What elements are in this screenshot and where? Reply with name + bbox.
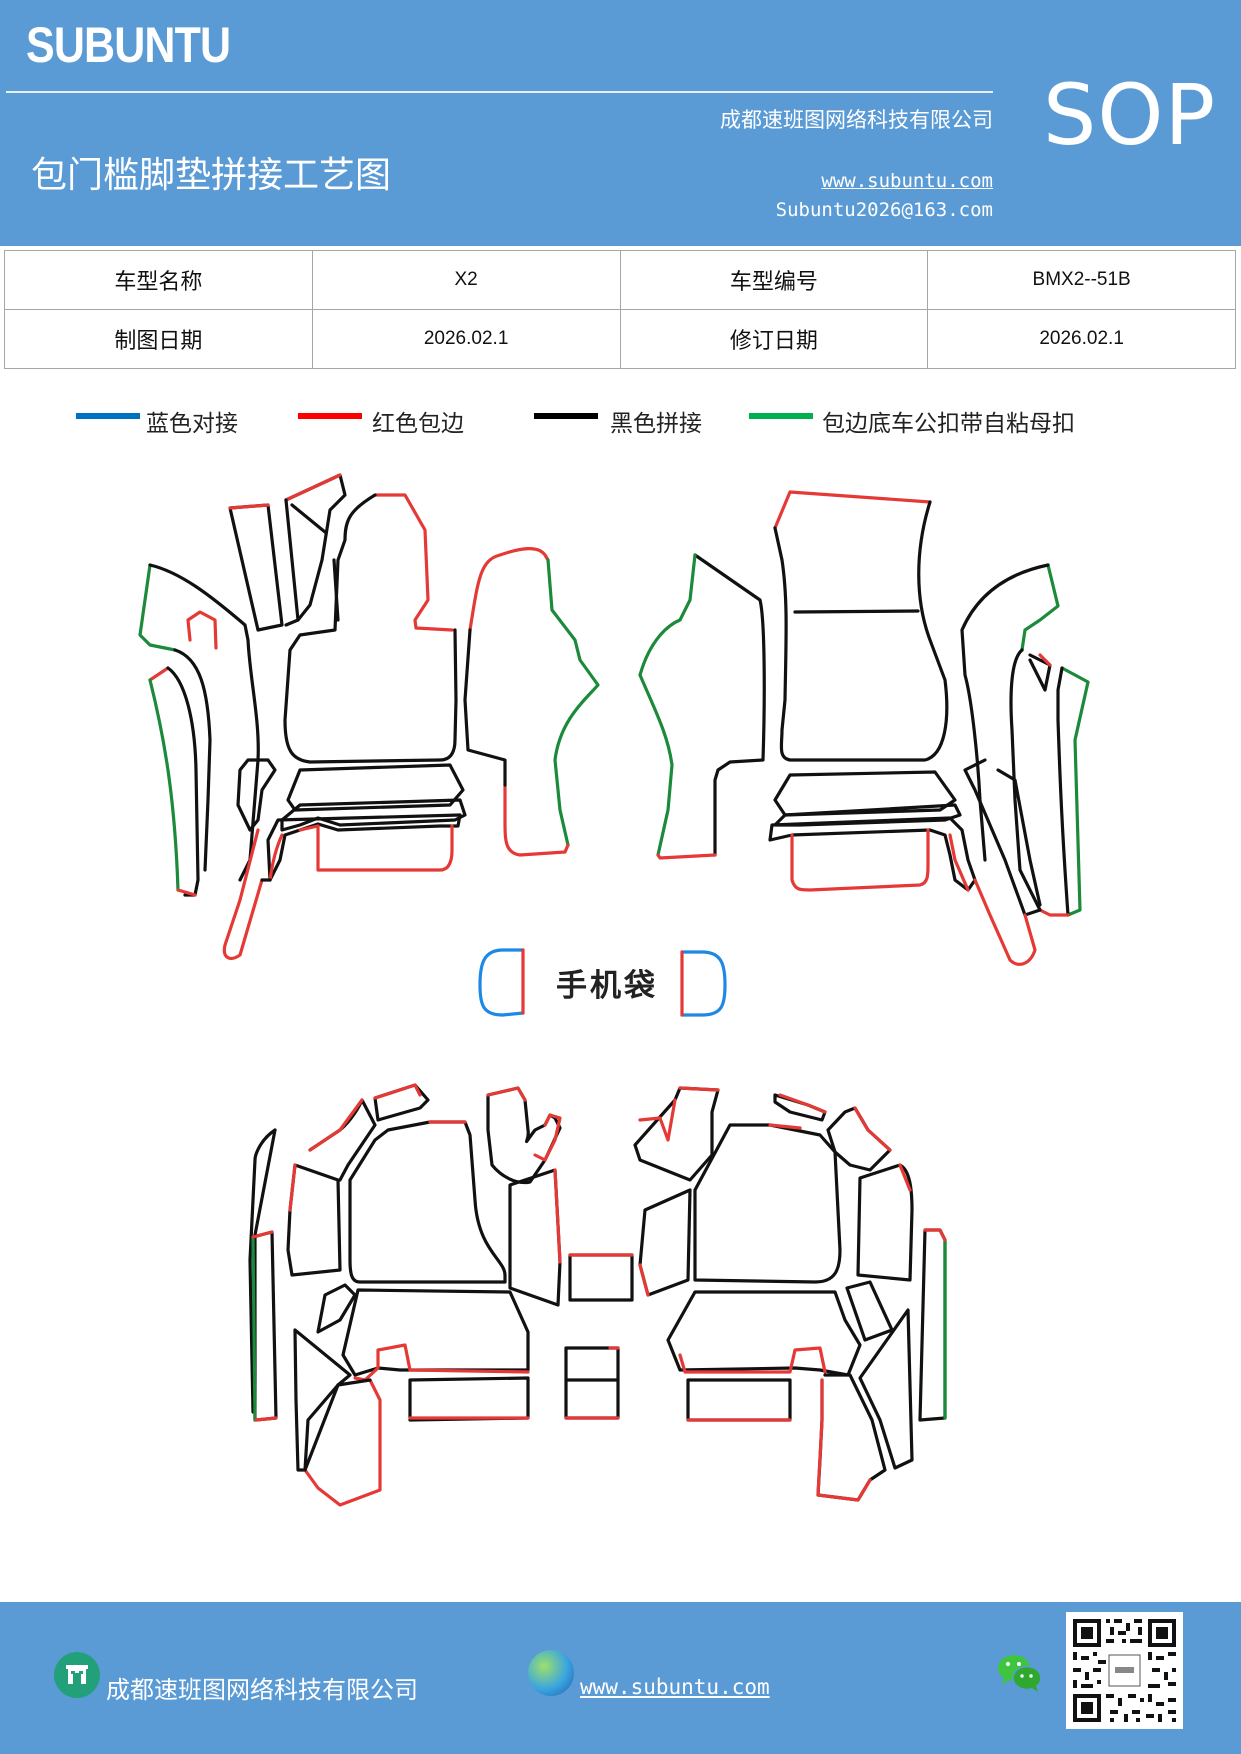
mat-top-right bbox=[638, 490, 1090, 966]
legend-swatch-black bbox=[534, 413, 598, 419]
table-row: 车型名称 X2 车型编号 BMX2--51B bbox=[4, 250, 1236, 310]
legend-label-red: 红色包边 bbox=[372, 411, 464, 437]
qr-code[interactable] bbox=[1066, 1612, 1183, 1729]
label-car-name: 车型名称 bbox=[4, 250, 313, 310]
legend-swatch-green bbox=[749, 413, 813, 419]
value-revise-date: 2026.02.1 bbox=[927, 309, 1236, 369]
wechat-icon[interactable] bbox=[996, 1652, 1044, 1694]
label-car-code: 车型编号 bbox=[619, 250, 929, 310]
mat-bottom-right bbox=[633, 1086, 947, 1502]
building-icon bbox=[66, 1665, 88, 1684]
value-car-code: BMX2--51B bbox=[927, 250, 1236, 310]
legend-label-green: 包边底车公扣带自粘母扣 bbox=[822, 411, 1075, 437]
info-table: 车型名称 X2 车型编号 BMX2--51B 制图日期 2026.02.1 修订… bbox=[4, 250, 1236, 369]
brand-logo: SUBUNTU bbox=[26, 17, 231, 73]
header-company: 成都速班图网络科技有限公司 bbox=[720, 108, 993, 132]
phone-pocket-label: 手机袋 bbox=[556, 968, 658, 1004]
mat-bottom-left bbox=[248, 1083, 634, 1507]
header-website-link[interactable]: www.subuntu.com bbox=[821, 170, 993, 192]
header-banner: SUBUNTU 成都速班图网络科技有限公司 包门槛脚垫拼接工艺图 www.sub… bbox=[0, 0, 1241, 246]
globe-icon bbox=[528, 1650, 574, 1696]
company-icon bbox=[54, 1652, 100, 1698]
legend-label-blue: 蓝色对接 bbox=[146, 411, 238, 437]
page-title: 包门槛脚垫拼接工艺图 bbox=[31, 155, 392, 196]
mat-top-left bbox=[138, 473, 600, 960]
header-email: Subuntu2026@163.com bbox=[775, 199, 993, 221]
label-draw-date: 制图日期 bbox=[4, 309, 313, 369]
legend-label-black: 黑色拼接 bbox=[610, 411, 702, 437]
legend-swatch-red bbox=[298, 413, 362, 419]
label-revise-date: 修订日期 bbox=[619, 309, 929, 369]
legend: 蓝色对接 红色包边 黑色拼接 包边底车公扣带自粘母扣 bbox=[0, 404, 1241, 444]
footer-website-link[interactable]: www.subuntu.com bbox=[580, 1675, 770, 1699]
header-divider bbox=[6, 91, 993, 93]
legend-swatch-blue bbox=[76, 413, 140, 419]
footer-company: 成都速班图网络科技有限公司 bbox=[106, 1676, 418, 1704]
value-car-name: X2 bbox=[311, 250, 621, 310]
sop-badge: SOP bbox=[1043, 66, 1217, 164]
phone-pockets bbox=[478, 948, 727, 1017]
table-row: 制图日期 2026.02.1 修订日期 2026.02.1 bbox=[4, 309, 1236, 369]
value-draw-date: 2026.02.1 bbox=[311, 309, 621, 369]
